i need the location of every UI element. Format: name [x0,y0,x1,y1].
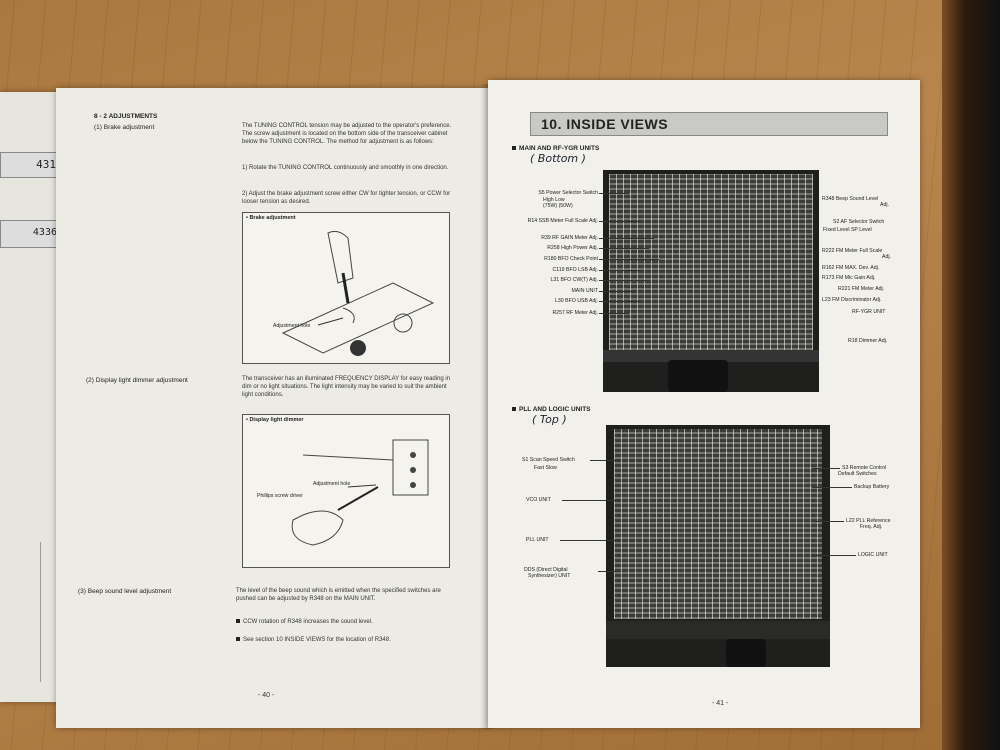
pll-logic-photo [606,425,830,667]
label-vco-unit: VCO UNIT [526,497,551,503]
beep-paragraph: The level of the beep sound which is emi… [236,588,441,602]
dimmer-figure-title: • Display light dimmer [246,417,304,423]
label-r222: R222 FM Meter Full Scale [822,248,883,254]
dimmer-heading: (2) Display light dimmer adjustment [86,377,188,384]
label-s5-power-selector: S5 Power Selector Switch [538,190,598,196]
brake-figure-title: • Brake adjustment [246,215,296,221]
readout-1: 431 [36,158,56,171]
label-r348: R348 Beep Sound Level [822,196,879,202]
label-l22-freq: Freq. Adj. [860,524,883,530]
brake-paragraph: The TUNING CONTROL tension may be adjust… [242,123,452,145]
label-fixed-sp-level: Fixed Level SP Level [823,227,872,233]
leader-line [562,500,620,501]
label-r18-dimmer: R18 Dimmer Adj. [848,338,888,344]
leader-line [599,301,639,302]
leader-line [590,460,620,461]
handwritten-top: ( Top ) [532,413,567,426]
label-l31: L31 BFO CW(T) Adj. [550,277,598,283]
label-r257: R257 RF Meter Adj. [552,310,598,316]
inside-views-title: 10. INSIDE VIEWS [541,116,669,132]
panel-drawing-1: 431 [0,152,60,178]
label-r221: R221 FM Meter Adj. [838,286,885,292]
leader-line [812,555,856,556]
section-heading: 8 - 2 ADJUSTMENTS [94,113,158,120]
beep-heading: (3) Beep sound level adjustment [78,588,172,595]
panel-drawing-2: 4336 [0,220,60,248]
inside-views-title-bar: 10. INSIDE VIEWS [530,112,888,136]
readout-2: 4336 [32,227,57,238]
label-75w-50w: (75W) (50W) [543,203,573,209]
label-s1-scan-speed: S1 Scan Speed Switch [522,457,575,463]
brake-heading: (1) Brake adjustment [94,124,155,131]
leader-line [599,270,644,271]
label-r14: R14 SSB Meter Full Scale Adj. [527,218,598,224]
label-high-low: High Low [543,197,565,203]
label-r173: R173 FM Mic Gain Adj. [822,275,876,281]
group1-heading: MAIN AND RF-YGR UNITS [512,145,599,152]
dimmer-drawing [291,439,429,546]
label-r39: R39 RF GAIN Meter Adj. [541,235,598,241]
label-rf-ygr-unit: RF-YGR UNIT [852,309,886,315]
leader-line [812,521,844,522]
brake-drawing [281,230,435,356]
label-l22: L22 PLL Reference [846,518,891,524]
label-r348-adj: Adj. [880,202,889,208]
leader-line [599,248,649,249]
underlying-page: 431 4336 [0,92,62,702]
label-dds: DDS (Direct Digital [524,567,568,573]
leader-line [599,238,654,239]
main-unit-photo [603,170,819,392]
table-edge [942,0,1000,750]
leader-line [599,280,649,281]
beep-bullet-2: See section 10 INSIDE VIEWS for the loca… [236,636,456,644]
label-l23: L23 FM Discriminator Adj. [822,297,882,303]
handwritten-bottom: ( Bottom ) [530,152,586,165]
label-r258: R258 High Power Adj. [547,245,598,251]
label-r222-adj: Adj. [882,254,891,260]
screwdriver-label: Phillips screw driver [257,493,303,499]
brake-step-2: 2) Adjust the brake adjustment screw eit… [242,191,451,205]
leader-line [599,313,629,314]
leader-line [599,193,629,194]
label-s2-af-selector: S2 AF Selector Switch [833,219,885,225]
dimmer-figure: • Display light dimmer Adjustment hole P… [242,414,450,568]
left-page-number: - 40 - [258,692,275,699]
leader-line [599,259,659,260]
leader-line [812,468,840,469]
label-main-unit: MAIN UNIT [571,288,598,294]
leader-line [598,571,620,572]
label-r162: R162 FM MAX. Dev. Adj. [822,265,880,271]
label-backup-battery: Backup Battery [854,484,890,490]
adjustment-hole-label-2: Adjustment hole [313,481,351,487]
page-edge-lines [0,542,41,682]
label-s3-remote: S3 Remote Control [842,465,887,471]
left-page: 8 - 2 ADJUSTMENTS (1) Brake adjustment T… [56,88,490,728]
beep-bullet-1: CCW rotation of R348 increases the sound… [236,618,456,626]
label-fast-slow: Fast Slow [534,465,557,471]
label-default-switches: Default Switches [838,471,877,477]
leader-line [560,540,620,541]
label-l30: L30 BFO USB Adj. [555,298,598,304]
dimmer-paragraph: The transceiver has an illuminated FREQU… [242,376,451,398]
label-pll-unit: PLL UNIT [526,537,549,543]
group2-heading: PLL AND LOGIC UNITS [512,406,591,413]
leader-line [812,487,852,488]
label-c119: C119 BFO LSB Adj. [552,267,598,273]
label-dds-unit: Synthesizer) UNIT [528,573,571,579]
adjustment-hole-label-1: Adjustment hole [273,323,311,329]
leader-line [599,291,634,292]
right-page-number: - 41 - [712,700,729,707]
label-logic-unit: LOGIC UNIT [858,552,888,558]
brake-step-1: 1) Rotate the TUNING CONTROL continuousl… [242,165,449,171]
label-r180: R180 BFO Check Point [544,256,598,262]
brake-figure: • Brake adjustment Adjustment hole [242,212,450,364]
leader-line [599,221,639,222]
